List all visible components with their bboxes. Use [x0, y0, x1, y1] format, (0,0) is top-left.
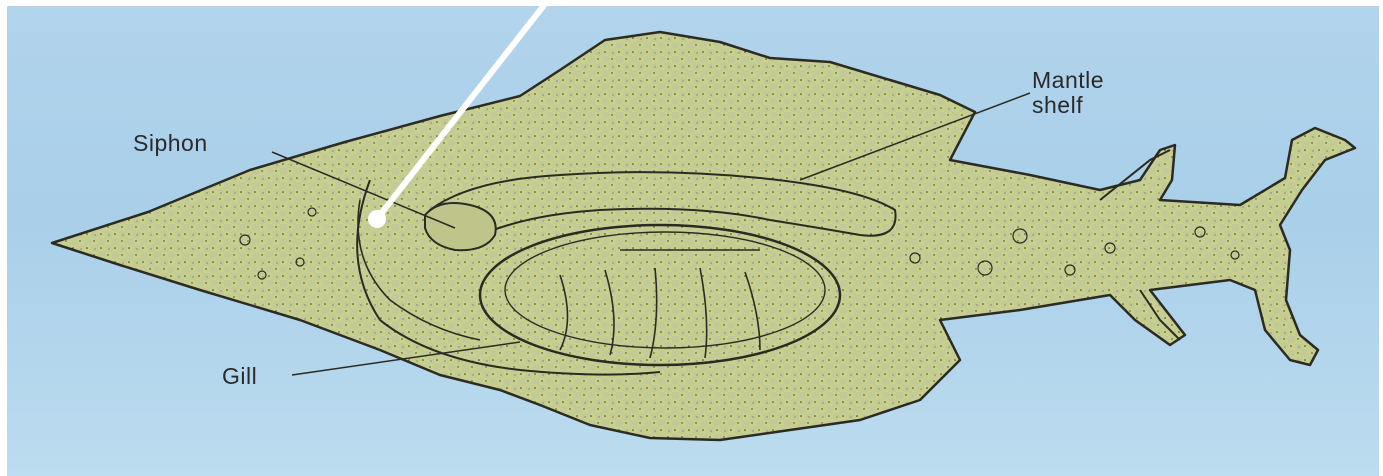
left-border — [0, 0, 7, 476]
siphon-shape — [425, 203, 496, 250]
gill-label: Gill — [222, 364, 257, 389]
top-border — [0, 0, 1383, 6]
siphon-label: Siphon — [133, 131, 208, 156]
right-border — [1379, 0, 1383, 476]
pointer-dot — [368, 210, 386, 228]
mantle-shelf-label: Mantle shelf — [1032, 68, 1104, 118]
gill-disc — [480, 225, 840, 365]
